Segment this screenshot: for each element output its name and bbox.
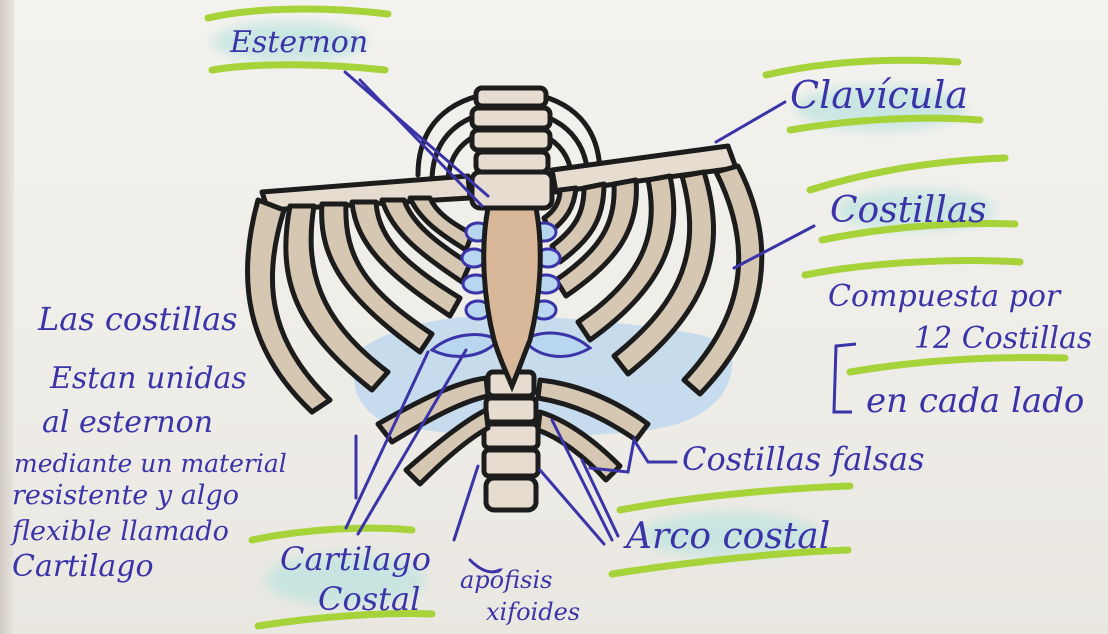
highlight-stroke bbox=[620, 486, 850, 510]
label-clavicula: Clavícula bbox=[790, 73, 968, 117]
label-compuesta-line1: Compuesta por bbox=[828, 279, 1062, 314]
note-line-2: Estan unidas bbox=[49, 361, 247, 396]
highlight-stroke bbox=[810, 158, 1005, 190]
note-line-1: Las costillas bbox=[37, 300, 238, 338]
highlight-stroke bbox=[208, 9, 388, 18]
highlight-stroke bbox=[850, 358, 1065, 372]
highlight-stroke bbox=[212, 65, 385, 70]
label-cartilago-line1: Cartilago bbox=[280, 540, 431, 578]
label-falsas: Costillas falsas bbox=[682, 440, 924, 478]
highlight-stroke bbox=[805, 261, 1020, 275]
label-arco: Arco costal bbox=[623, 516, 830, 557]
label-apofisis-line1: apófisis bbox=[460, 566, 552, 594]
note-text: Las costillas Estan unidas al esternon m… bbox=[10, 300, 287, 584]
note-line-4: mediante un material bbox=[14, 449, 287, 478]
label-compuesta-line2: 12 Costillas bbox=[914, 321, 1092, 356]
pointer-esternon bbox=[345, 72, 488, 196]
label-esternon: Esternon bbox=[229, 25, 368, 60]
label-cartilago-line2: Costal bbox=[318, 580, 420, 618]
note-line-5: resistente y algo bbox=[12, 480, 239, 511]
note-line-7: Cartilago bbox=[12, 549, 154, 584]
label-apofisis-line2: xifoides bbox=[486, 598, 580, 626]
label-costillas: Costillas bbox=[830, 190, 987, 231]
pointer-clavicula bbox=[716, 102, 785, 142]
label-cada-lado: en cada lado bbox=[866, 381, 1084, 421]
note-line-6: flexible llamado bbox=[10, 516, 229, 547]
pointer-apofisis bbox=[454, 466, 478, 540]
bracket-cada-lado bbox=[834, 344, 856, 412]
note-line-3: al esternon bbox=[42, 405, 213, 440]
highlight-stroke bbox=[252, 528, 412, 540]
